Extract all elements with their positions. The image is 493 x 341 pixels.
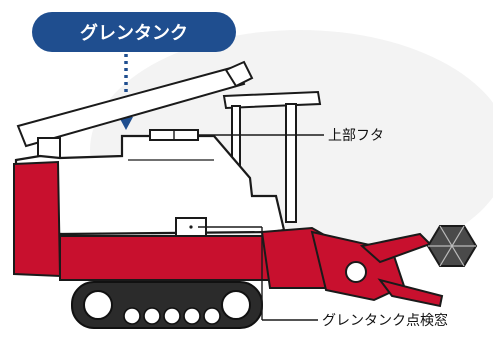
cabin-pillar-right [285, 103, 297, 223]
cutting-header [310, 225, 478, 308]
dotted-pointer-arrow [119, 54, 133, 130]
track-roller-4 [183, 307, 201, 325]
grain-tank-title-pill: グレンタンク [32, 12, 236, 52]
track-roller-2 [143, 307, 161, 325]
track-roller-1 [123, 307, 141, 325]
callout-window-label: グレンタンク点検窓 [322, 312, 448, 329]
pointer-arrowhead [119, 117, 133, 130]
callout-inspection-window: グレンタンク点検窓 [198, 226, 448, 329]
track-wheel-front [221, 290, 251, 320]
header-lower-claw [377, 278, 444, 308]
grain-tank-body [14, 129, 286, 237]
callout-top-cover-label: 上部フタ [328, 128, 384, 144]
chassis-band-red [59, 235, 274, 281]
auger-head [224, 60, 254, 88]
tank-body-shape [14, 134, 286, 236]
title-pill-shape [32, 12, 236, 52]
inspection-window-dot [189, 225, 193, 229]
track-roller-5 [203, 307, 221, 325]
red-chassis [13, 160, 327, 289]
chassis-front-red [13, 160, 62, 278]
callout-top-cover: 上部フタ [198, 128, 384, 144]
track-roller-3 [163, 307, 181, 325]
auger-support [37, 137, 61, 159]
title-pill-label: グレンタンク [80, 22, 188, 44]
track-wheel-rear [83, 290, 113, 320]
crawler-track [71, 281, 263, 329]
auger-tube [16, 64, 246, 148]
discharge-auger [16, 60, 254, 159]
header-hub-circle [345, 261, 367, 283]
